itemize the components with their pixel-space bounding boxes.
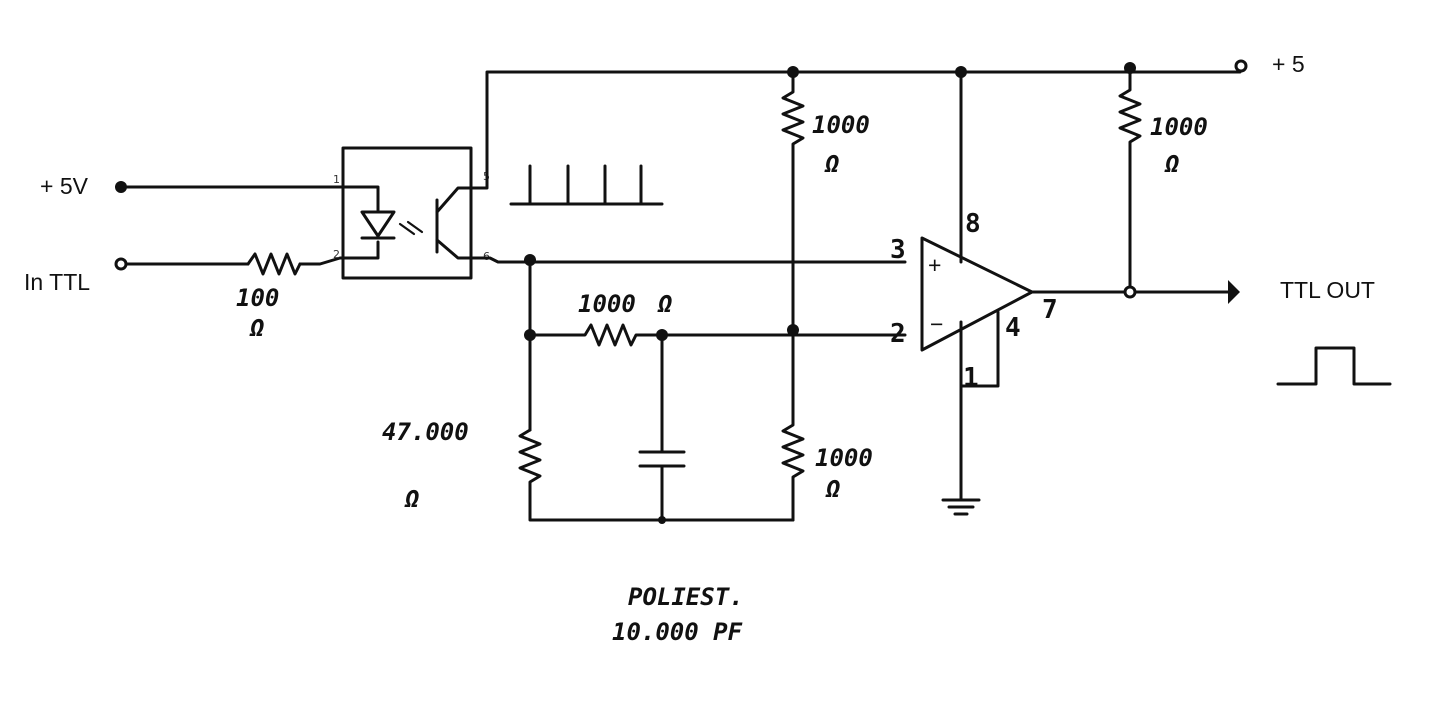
resistor-series-label: 1000 [578,290,636,318]
wire-collector-to-rail [468,70,1242,190]
optocoupler-box [341,146,473,280]
ttl-out-terminal [1228,280,1240,304]
in-ttl-label: In TTL [24,269,90,295]
resistor-bottom-unit: Ω [825,475,841,503]
resistor-input-unit: Ω [249,314,265,342]
opamp-pin-1: 1 [963,363,979,393]
wire-pin4-pin1 [959,310,1000,388]
resistor-input-value: 100 [236,284,279,312]
resistor-pullup-unit: Ω [1164,150,1180,178]
resistor-left-unit: Ω [404,485,420,513]
resistor-left-value: 47.000 [382,418,469,446]
opamp-pin-8: 8 [965,209,981,239]
resistor-series-1000 [528,323,664,347]
opto-pin-2: 2 [333,248,340,261]
ground-icon [941,498,981,516]
opamp-minus-sign: − [930,311,943,337]
resistor-top-unit: Ω [824,150,840,178]
resistor-left-47000 [518,428,795,522]
opto-pin-1: 1 [333,173,340,186]
plus5v-input-label: + 5V [40,173,89,199]
capacitor-type-label: POLIEST. [628,583,744,611]
wire-emitter-to-plus [468,256,907,264]
ttl-out-label: TTL OUT [1280,277,1375,303]
resistor-pullup-1000 [1118,66,1142,294]
opto-light-arrows-icon [398,220,424,236]
plus5-rail-terminal [1234,59,1248,73]
wire-resistor-to-led [298,240,380,266]
opamp-pin-7: 7 [1042,295,1058,325]
resistor-bottom-value: 1000 [815,444,873,472]
capacitor-poliester [638,333,686,522]
resistor-bottom-divider-1000 [781,328,805,522]
plus5-rail-label: + 5 [1272,51,1305,77]
node-output [1123,285,1137,299]
node-cap-bottom [658,516,666,524]
opto-transistor-icon [435,186,472,260]
output-pulse-icon [1276,346,1392,386]
resistor-series-unit: Ω [657,290,673,318]
opto-led-icon [360,210,396,238]
opamp-pin-4: 4 [1005,313,1021,343]
opamp-plus-sign: + [928,252,941,278]
opamp-pin-3: 3 [890,235,906,265]
opamp-triangle [920,236,1034,352]
resistor-top-divider-1000 [781,70,805,332]
resistor-pullup-value: 1000 [1150,113,1208,141]
resistor-top-value: 1000 [812,111,870,139]
resistor-input-100 [246,252,302,276]
pulse-train-icon [509,164,664,206]
capacitor-value-label: 10.000 PF [612,618,743,646]
wire-plus5v-to-led [119,185,380,212]
